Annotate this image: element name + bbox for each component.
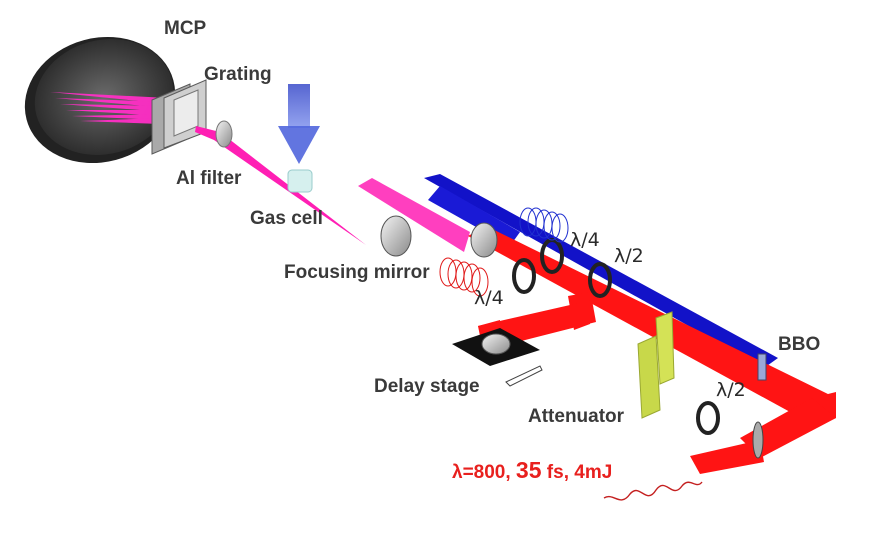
input-pulse-waveform [603, 481, 703, 501]
label-gas-cell: Gas cell [250, 208, 323, 229]
delay-stage-arrow [505, 365, 543, 387]
blue-polarization-helix [519, 207, 569, 243]
laser-parameters: λ=800, 35 fs, 4mJ [452, 457, 612, 483]
gas-jet-arrow [278, 84, 320, 164]
label-qwp-red: λ/4 [474, 287, 504, 309]
label-mcp: MCP [164, 18, 207, 39]
red-polarization-helix [439, 257, 489, 297]
laser-energy: 4mJ [574, 462, 612, 483]
attenuator [637, 311, 675, 419]
driver-beam-to-gas [358, 178, 470, 252]
xuv-spectrum-fan [50, 92, 170, 124]
xuv-beam [195, 126, 366, 245]
hwp-red-plate [696, 401, 720, 435]
qwp-red-plate [512, 258, 536, 294]
al-filter [215, 120, 233, 148]
label-delay-stage: Delay stage [374, 376, 480, 397]
delay-stage [452, 328, 540, 366]
bbo-crystal [757, 353, 767, 381]
label-hwp-blue: λ/2 [614, 245, 644, 267]
label-al-filter: Al filter [176, 168, 242, 189]
gas-cell [287, 169, 313, 193]
label-attenuator: Attenuator [528, 406, 625, 427]
laser-duration-unit: fs, [542, 462, 575, 483]
focusing-mirror [380, 215, 412, 257]
lens [752, 421, 764, 459]
laser-wavelength: λ=800, [452, 462, 516, 483]
label-hwp-red: λ/2 [716, 379, 746, 401]
fold-mirror-1 [470, 222, 498, 258]
laser-duration-value: 35 [516, 457, 542, 483]
label-bbo: BBO [778, 334, 820, 355]
label-focusing-mirror: Focusing mirror [284, 262, 430, 283]
hwp-blue-plate [588, 262, 612, 298]
label-grating: Grating [204, 64, 272, 85]
label-qwp-blue: λ/4 [570, 229, 600, 251]
blue-beam [424, 174, 778, 368]
